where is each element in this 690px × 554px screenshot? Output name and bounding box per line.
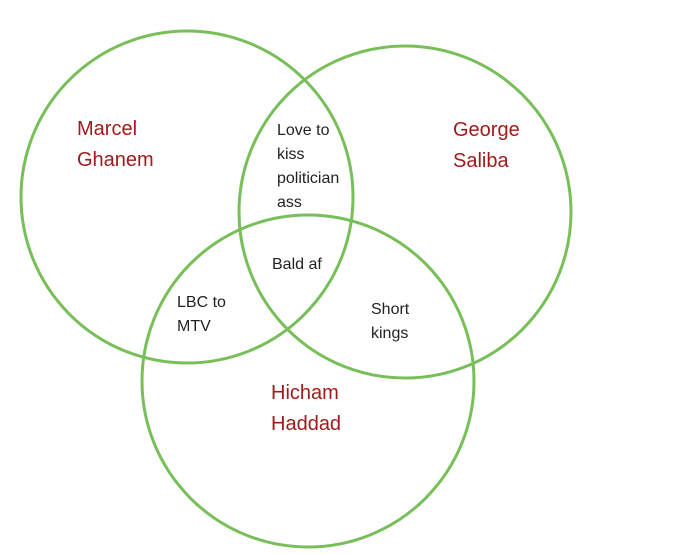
set-label-hicham-haddad: Hicham Haddad — [271, 378, 341, 440]
region-label-line: Love to — [277, 122, 330, 139]
region-label-line: politician — [277, 170, 340, 187]
region-label-marcel-hicham: LBC to MTV — [177, 291, 226, 339]
circle-hicham-haddad — [140, 213, 476, 549]
region-label-all-three: Bald af — [272, 253, 322, 277]
set-label-marcel-ghanem: Marcel Ghanem — [77, 114, 154, 176]
region-label-line: kiss — [277, 146, 305, 163]
region-label-george-hicham: Short kings — [371, 298, 409, 346]
set-label-line: Marcel — [77, 118, 138, 140]
set-label-line: Haddad — [271, 413, 342, 435]
circle-george-saliba — [237, 44, 573, 380]
set-label-george-saliba: George Saliba — [453, 115, 520, 177]
region-label-line: LBC to — [177, 294, 226, 311]
set-label-line: Ghanem — [77, 149, 154, 171]
region-label-line: ass — [277, 194, 302, 211]
set-label-line: Hicham — [271, 382, 339, 404]
region-label-marcel-george: Love to kiss politician ass — [277, 119, 339, 215]
set-label-line: Saliba — [453, 150, 509, 172]
region-label-line: Bald af — [272, 256, 322, 273]
set-label-line: George — [453, 119, 520, 141]
region-label-line: Short — [371, 301, 410, 318]
circle-marcel-ghanem — [19, 29, 355, 365]
region-label-line: MTV — [177, 318, 211, 335]
region-label-line: kings — [371, 325, 409, 342]
